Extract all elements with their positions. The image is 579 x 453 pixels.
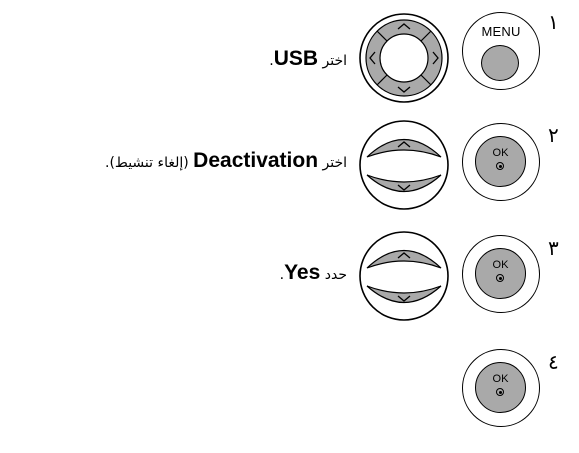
ok-button-icon: OK [475, 248, 526, 299]
caption-prefix: اختر [322, 53, 348, 69]
menu-remote-button[interactable]: MENU [462, 12, 540, 90]
up-down-nav-icon[interactable] [358, 119, 450, 211]
step-1: ١ MENU اختر USB. [0, 0, 579, 103]
step-number: ٤ [548, 350, 559, 374]
ok-remote-button[interactable]: OK [462, 123, 540, 201]
ok-remote-button[interactable]: OK [462, 349, 540, 427]
caption-suffix: . [279, 267, 285, 283]
caption-suffix: . [269, 53, 274, 69]
menu-button-label: MENU [481, 24, 521, 39]
ok-button-label: OK [492, 259, 509, 271]
step-4: ٤ OK [0, 342, 579, 442]
up-down-nav-icon[interactable] [358, 230, 450, 322]
step-caption: اختر Deactivation (إلغاء تنشيط). [105, 150, 347, 174]
step-number: ١ [548, 10, 559, 34]
ok-button-icon: OK [475, 362, 526, 413]
caption-keyword: USB [273, 47, 319, 70]
ok-remote-button[interactable]: OK [462, 235, 540, 313]
ok-button-label: OK [492, 147, 509, 159]
step-caption: حدد Yes. [280, 262, 347, 286]
caption-prefix: اختر [322, 155, 348, 171]
step-2: ٢ OK اختر Deactivation (إلغاء تنشيط). [0, 115, 579, 215]
caption-prefix: حدد [324, 267, 347, 283]
ok-dot-icon [496, 274, 504, 282]
four-way-nav-pad-icon[interactable] [358, 12, 450, 104]
step-3: ٣ OK حدد Yes. [0, 228, 579, 328]
caption-keyword: Yes [284, 261, 321, 284]
caption-suffix: (إلغاء تنشيط). [105, 155, 189, 171]
step-caption: اختر USB. [269, 48, 347, 72]
step-number: ٣ [548, 236, 559, 260]
menu-button-icon [481, 45, 519, 81]
ok-button-label: OK [492, 373, 509, 385]
step-number: ٢ [548, 123, 559, 147]
ok-button-icon: OK [475, 136, 526, 187]
ok-dot-icon [496, 162, 504, 170]
ok-dot-icon [496, 388, 504, 396]
caption-keyword: Deactivation [193, 149, 319, 172]
